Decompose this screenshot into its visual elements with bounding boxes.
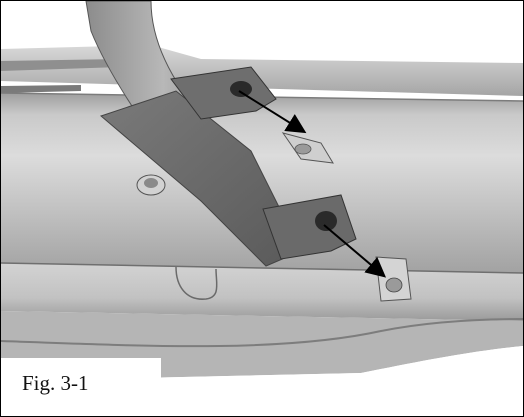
lower-clip-hole xyxy=(385,277,403,293)
lower-arrow xyxy=(323,224,387,278)
left-stud-hole xyxy=(144,178,158,188)
upper-mounting-tab xyxy=(170,66,277,120)
figure-caption: Fig. 3-1 xyxy=(22,371,89,395)
upper-tab-hole xyxy=(230,81,252,97)
lower-tab-hole xyxy=(315,211,337,231)
shell-curve xyxy=(1,318,523,348)
lower-panel-edge xyxy=(1,262,523,274)
upper-rail-slot-2 xyxy=(1,85,81,93)
panel-notch xyxy=(175,266,218,300)
lower-mounting-tab xyxy=(262,194,357,260)
upper-rail-slot xyxy=(1,59,121,71)
upper-clip-hole xyxy=(294,143,312,155)
caption-background xyxy=(1,358,161,414)
upper-arrow xyxy=(238,90,307,134)
